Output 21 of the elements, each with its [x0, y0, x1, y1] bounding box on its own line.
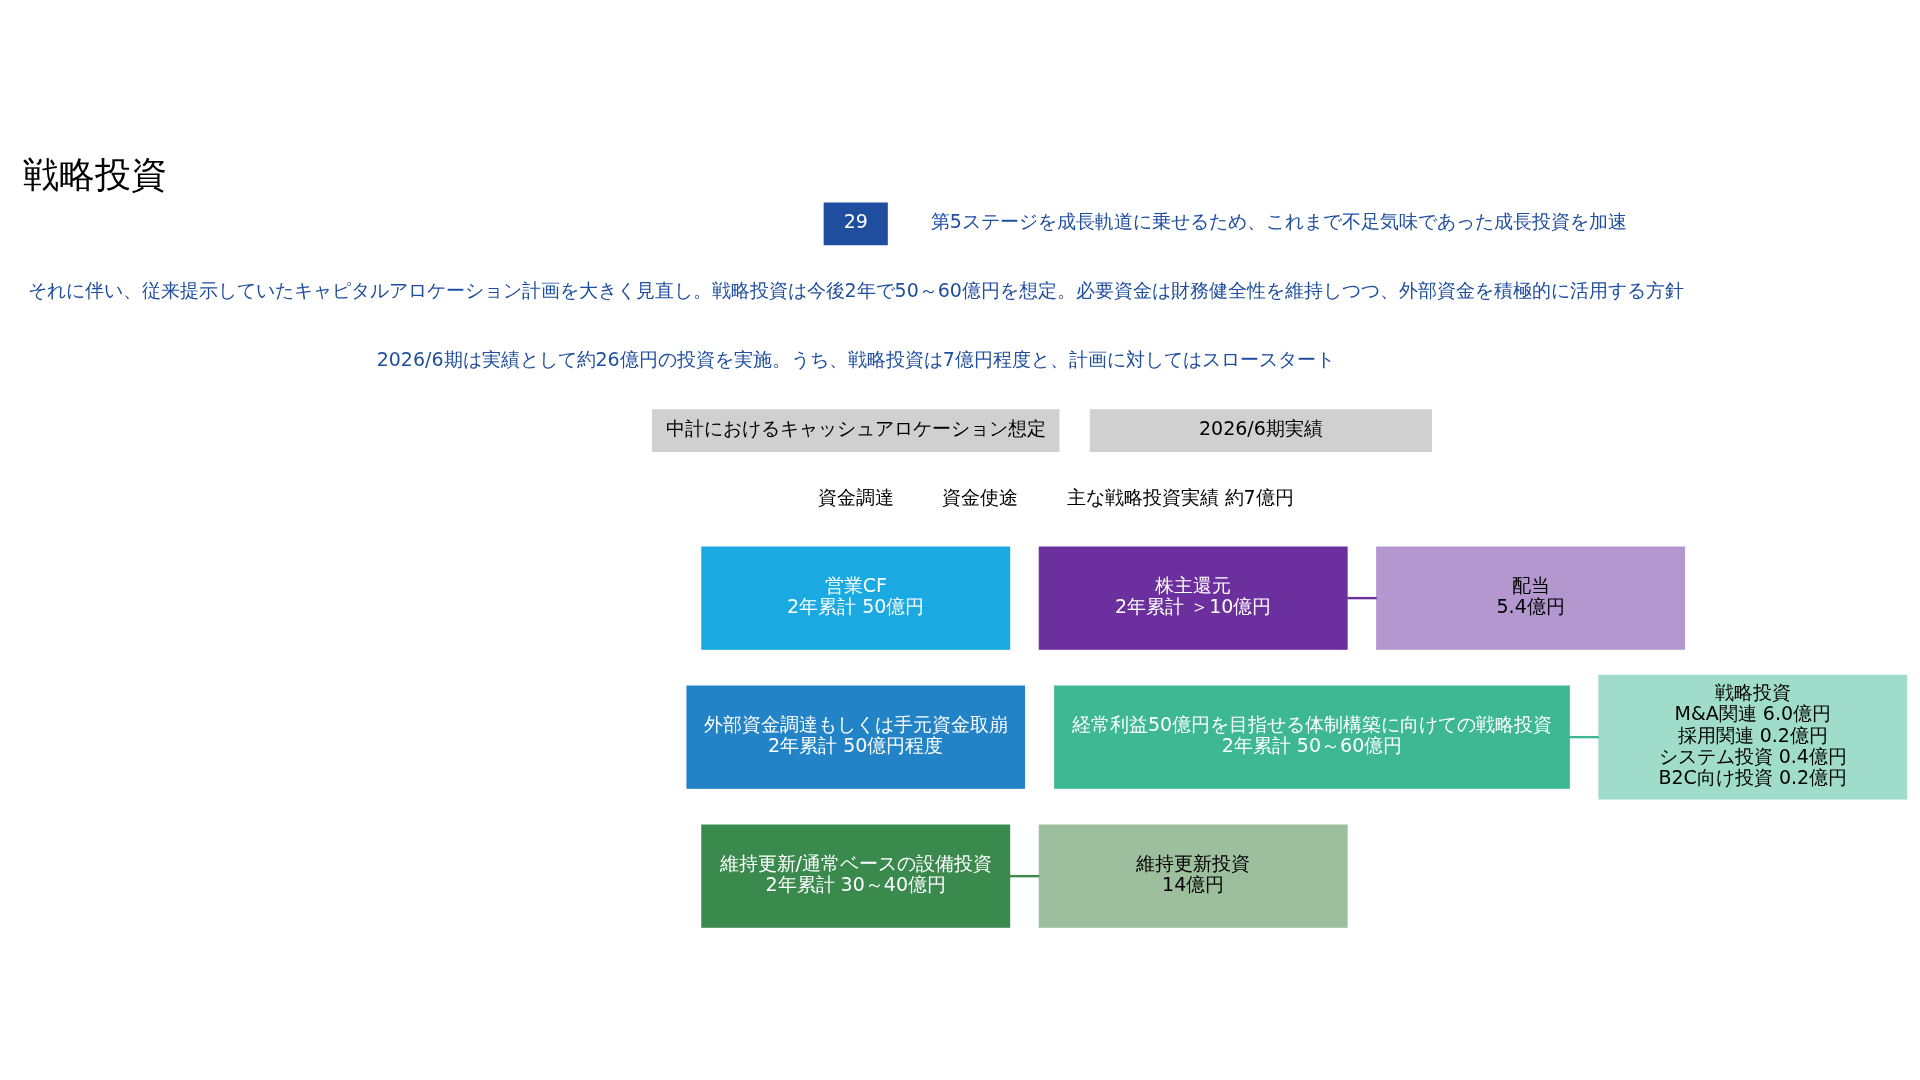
node-box: 戦略投資 M&A関連 6.0億円 採用関連 0.2億円 システム投資 0.4億円 B2C向け投資 0.2億円: [1598, 674, 1908, 800]
label: 資金使途: [942, 485, 1019, 508]
label: 中計におけるキャッシュアロケーション想定: [665, 416, 1046, 439]
label: それに伴い、従来提示していたキャピタルアロケーション計画を大きく見直し。戦略投資は今後2年で50～60億円を想定。必要資金は財務健全性を維持しつつ、外部資金を積極的に活用する方針: [27, 278, 1684, 301]
node-box: 維持更新投資 14億円: [1038, 823, 1348, 928]
node-box: 経常利益50億円を目指せる体制構築に向けての戦略投資 2年累計 50～60億円: [1054, 684, 1570, 789]
node-box: 外部資金調達もしくは手元資金取崩 2年累計 50億円程度: [686, 684, 1026, 789]
connector: [1569, 735, 1599, 738]
label: 主な戦略投資実績 約7億円: [1066, 485, 1294, 508]
label: 資金調達: [817, 485, 894, 508]
label: 2026/6期実績: [1198, 416, 1323, 439]
label: 29: [843, 209, 868, 232]
node-box: 株主還元 2年累計 ＞10億円: [1038, 545, 1348, 650]
node-box: 営業CF 2年累計 50億円: [701, 545, 1011, 650]
label: 2026/6期は実績として約26億円の投資を実施。うち、戦略投資は7億円程度と、計画に対してはスロースタート: [376, 347, 1335, 370]
node-box: 維持更新/通常ベースの設備投資 2年累計 30～40億円: [701, 823, 1011, 928]
diagram-title: 戦略投資: [22, 153, 167, 195]
connector: [1009, 874, 1040, 877]
label: 第5ステージを成長軌道に乗せるため、これまで不足気味であった成長投資を加速: [930, 209, 1627, 232]
connector: [1347, 596, 1377, 599]
node-box: 配当 5.4億円: [1376, 545, 1686, 650]
